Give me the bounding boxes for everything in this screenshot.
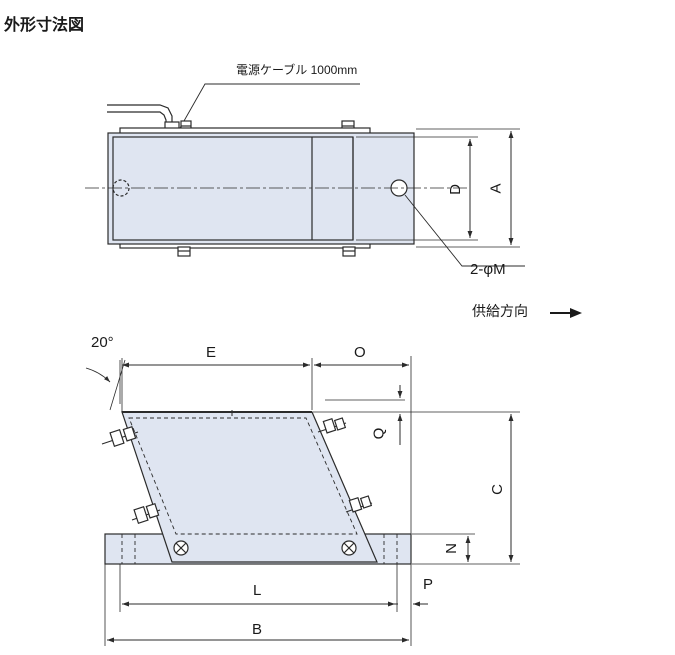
angle-arc [85,367,111,383]
page-title: 外形寸法図 [4,15,85,34]
dim-C-label: C [488,484,506,495]
dim-D-label: D [446,184,464,195]
base-bolt-right [341,540,357,556]
feed-direction-label: 供給方向 [472,304,528,320]
dim-B-label: B [252,621,263,638]
base-bolt-left [173,540,189,556]
hole-callout-label: 2-φM [470,261,506,278]
dim-N-label: N [442,543,460,554]
dim-O-label: O [354,344,366,361]
side-bolt-right-upper [317,417,347,434]
angle-label: 20° [91,334,114,351]
left-hole [112,179,130,197]
side-bolt-right-lower [345,495,373,513]
feed-arrow [550,308,582,318]
dim-E-label: E [206,344,217,361]
power-cable [107,104,173,128]
cable-label: 電源ケーブル 1000mm [236,63,358,77]
cable-leader [179,83,360,129]
dim-A-label: A [487,183,505,194]
side-bolt-left-upper [101,425,139,447]
dim-L-label: L [253,582,262,599]
hole-leader [404,194,525,267]
side-bolt-left-lower [131,502,161,524]
dim-P-label: P [423,576,434,593]
dim-Q-label: Q [370,427,388,440]
top-view [85,83,525,267]
angle-leader [109,359,126,411]
side-view [85,356,520,646]
